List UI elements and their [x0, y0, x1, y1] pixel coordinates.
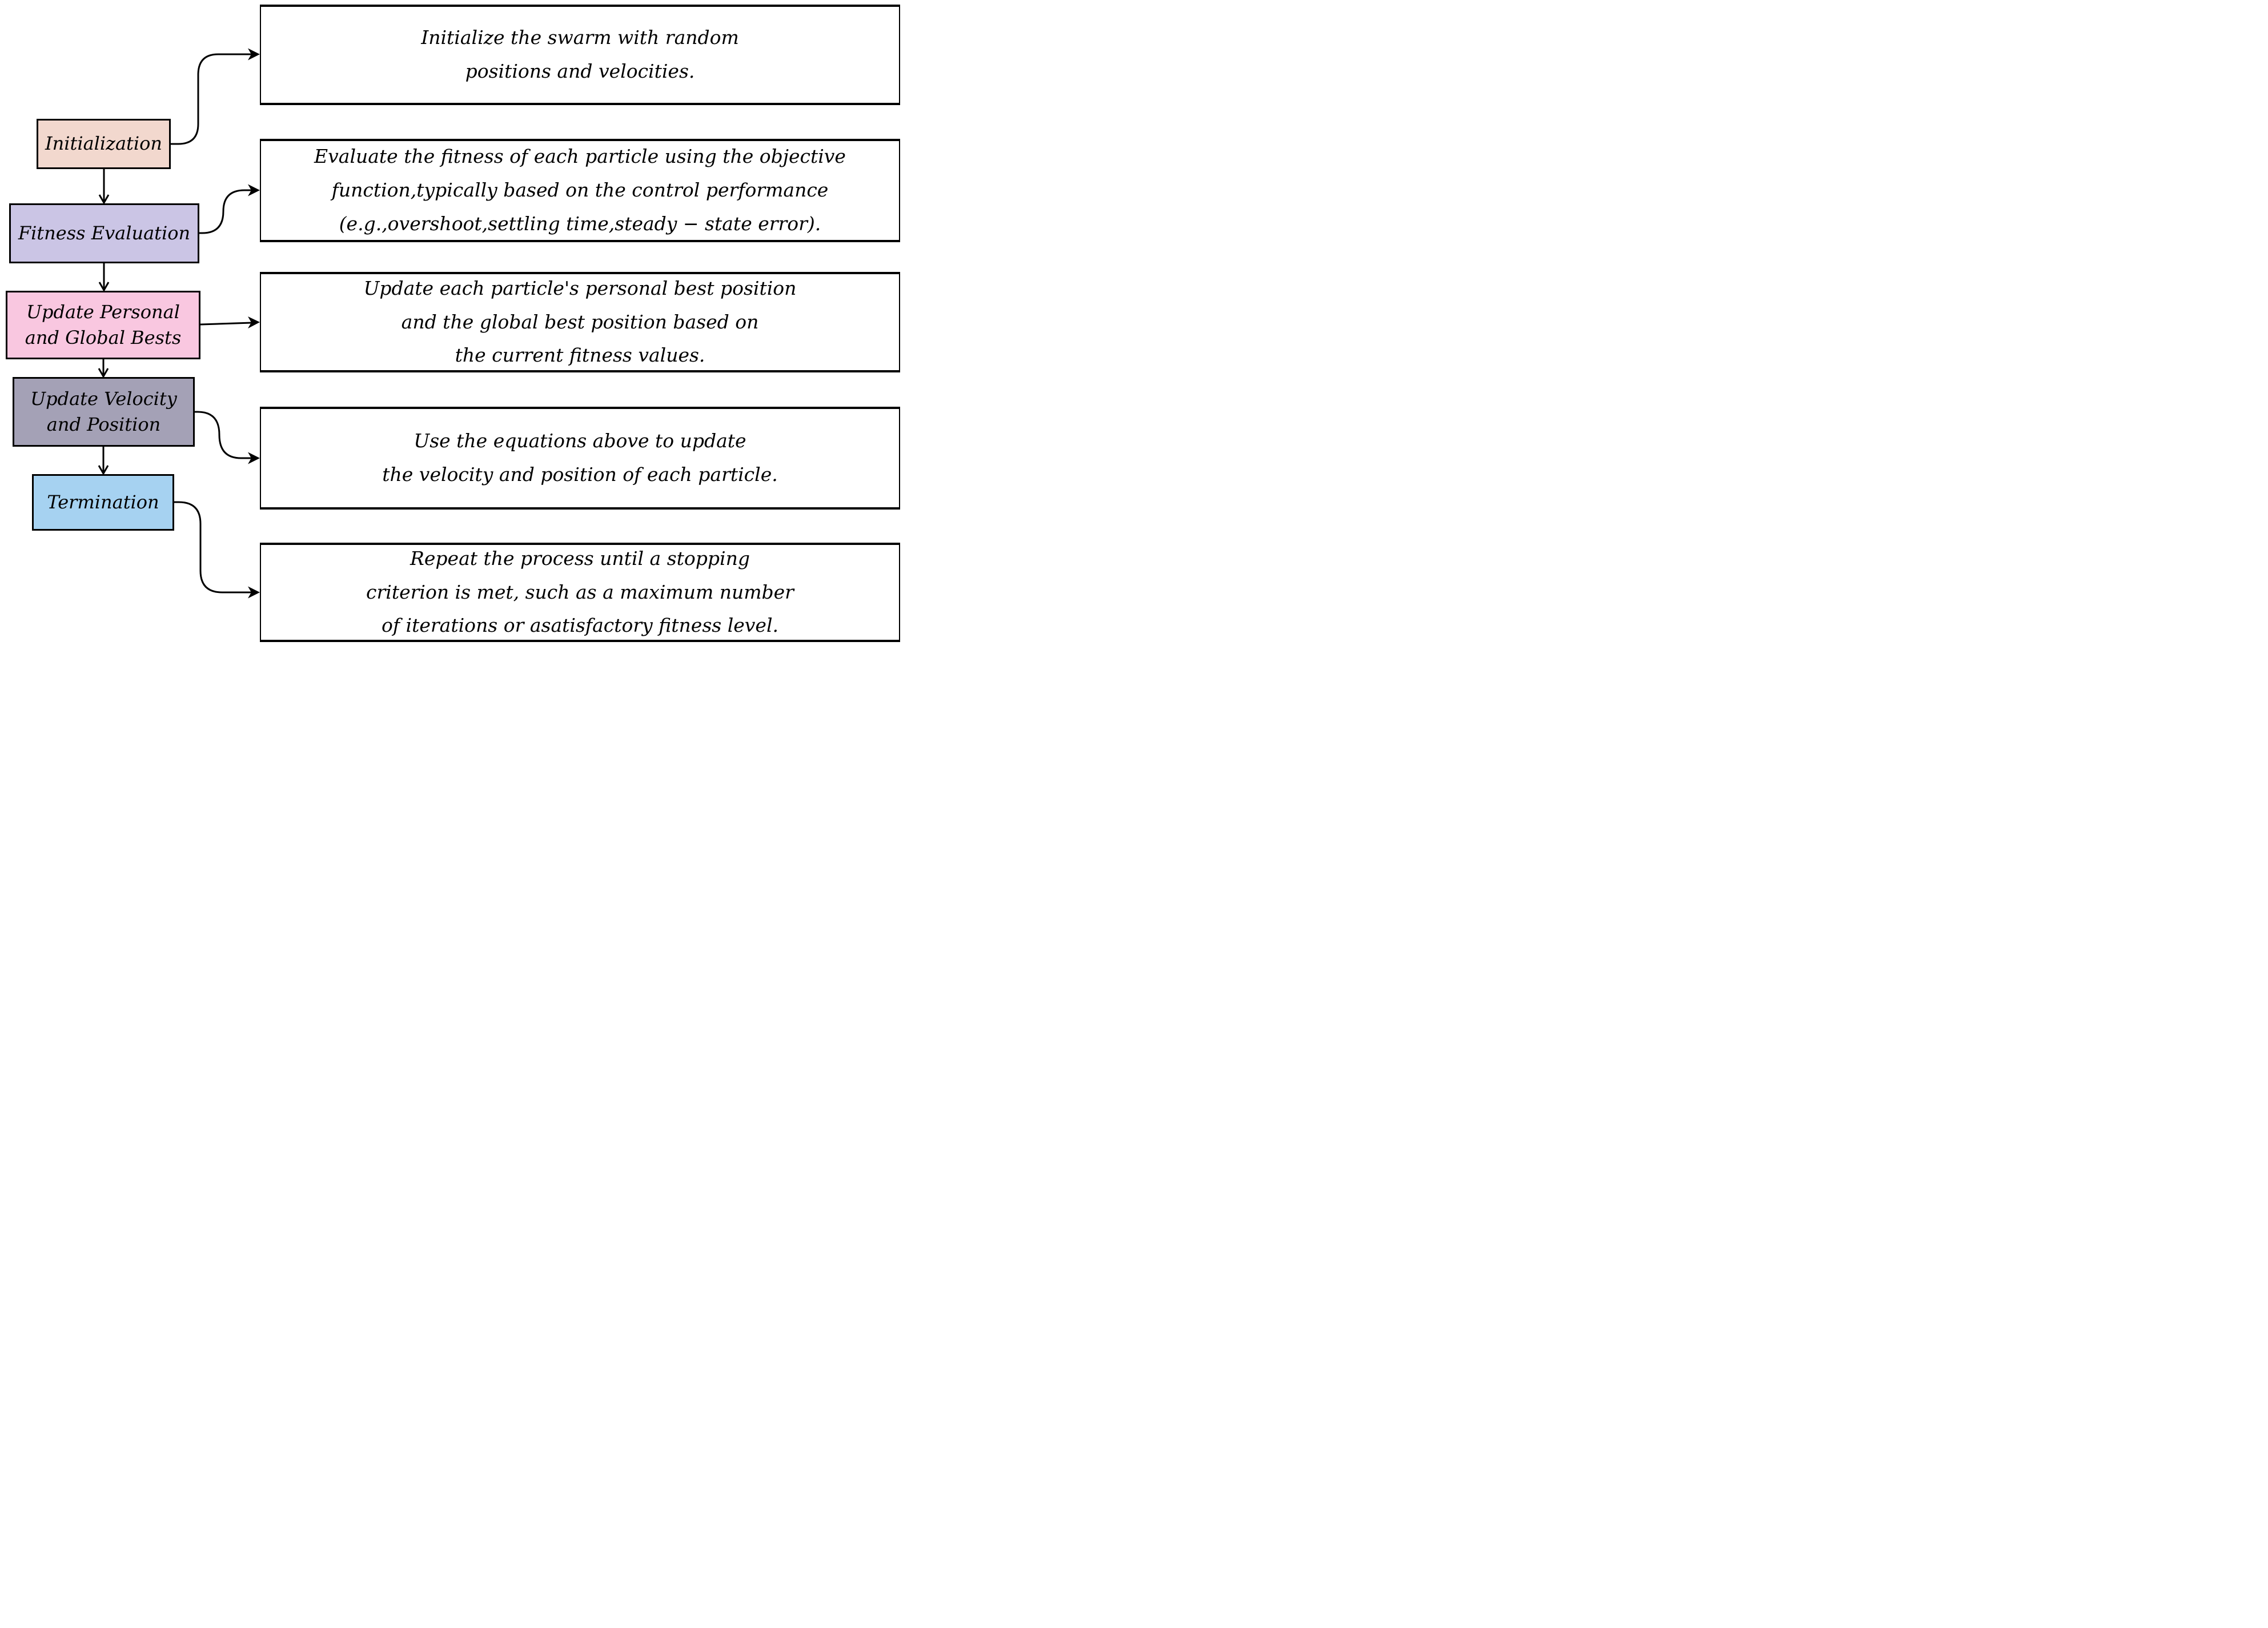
description-line: Evaluate the fitness of each particle us…	[314, 145, 846, 168]
description-line: of iterations or asatisfactory fitness l…	[381, 614, 778, 637]
connector-termination-description	[174, 501, 260, 599]
stage-label: Fitness Evaluation	[18, 222, 191, 244]
description-line: the current fitness values.	[455, 344, 705, 367]
arrow-initialization-to-fitness	[98, 169, 110, 205]
description-line: Update each particle's personal best pos…	[363, 276, 797, 299]
description-line: the velocity and position of each partic…	[382, 463, 778, 486]
arrow-velocity-to-termination	[98, 447, 109, 476]
description-line: (e.g.,overshoot,settling time,steady − s…	[339, 212, 821, 235]
description-line: criterion is met, such as a maximum numb…	[366, 580, 794, 603]
stage-box-update-velocity-position: Update Velocity and Position	[13, 377, 195, 447]
connector-initialization-description	[171, 48, 260, 145]
arrow-bests-to-velocity	[98, 359, 109, 379]
description-box-update-velocity-position: Use the equations above to update the ve…	[260, 407, 900, 510]
stage-box-update-bests: Update Personal and Global Bests	[6, 291, 200, 359]
stage-label: Update Velocity	[30, 387, 177, 410]
stage-label: and Position	[46, 414, 161, 435]
description-box-initialization: Initialize the swarm with random positio…	[260, 5, 900, 105]
description-line: and the global best position based on	[401, 310, 759, 333]
description-line: Repeat the process until a stopping	[410, 547, 750, 570]
connector-velocity-description	[195, 411, 260, 464]
stage-label: Initialization	[45, 133, 163, 155]
stage-label: and Global Bests	[25, 327, 182, 348]
connector-bests-description	[200, 316, 260, 328]
description-line: function,typically based on the control …	[331, 179, 829, 202]
stage-box-fitness-evaluation: Fitness Evaluation	[9, 203, 199, 263]
description-box-fitness-evaluation: Evaluate the fitness of each particle us…	[260, 139, 900, 242]
description-box-update-bests: Update each particle's personal best pos…	[260, 272, 900, 372]
stage-label: Termination	[47, 491, 159, 513]
description-line: positions and velocities.	[465, 60, 695, 82]
stage-box-initialization: Initialization	[37, 119, 171, 169]
stage-label: Update Personal	[26, 300, 180, 323]
description-line: Initialize the swarm with random	[421, 26, 739, 49]
connector-fitness-description	[199, 184, 260, 234]
connector-layer	[98, 48, 260, 599]
arrow-fitness-to-bests	[98, 263, 110, 292]
stage-box-termination: Termination	[32, 474, 174, 531]
pso-flowchart: Initialization Fitness Evaluation Update…	[0, 0, 907, 651]
description-box-termination: Repeat the process until a stopping crit…	[260, 543, 900, 642]
description-line: Use the equations above to update	[414, 430, 746, 452]
